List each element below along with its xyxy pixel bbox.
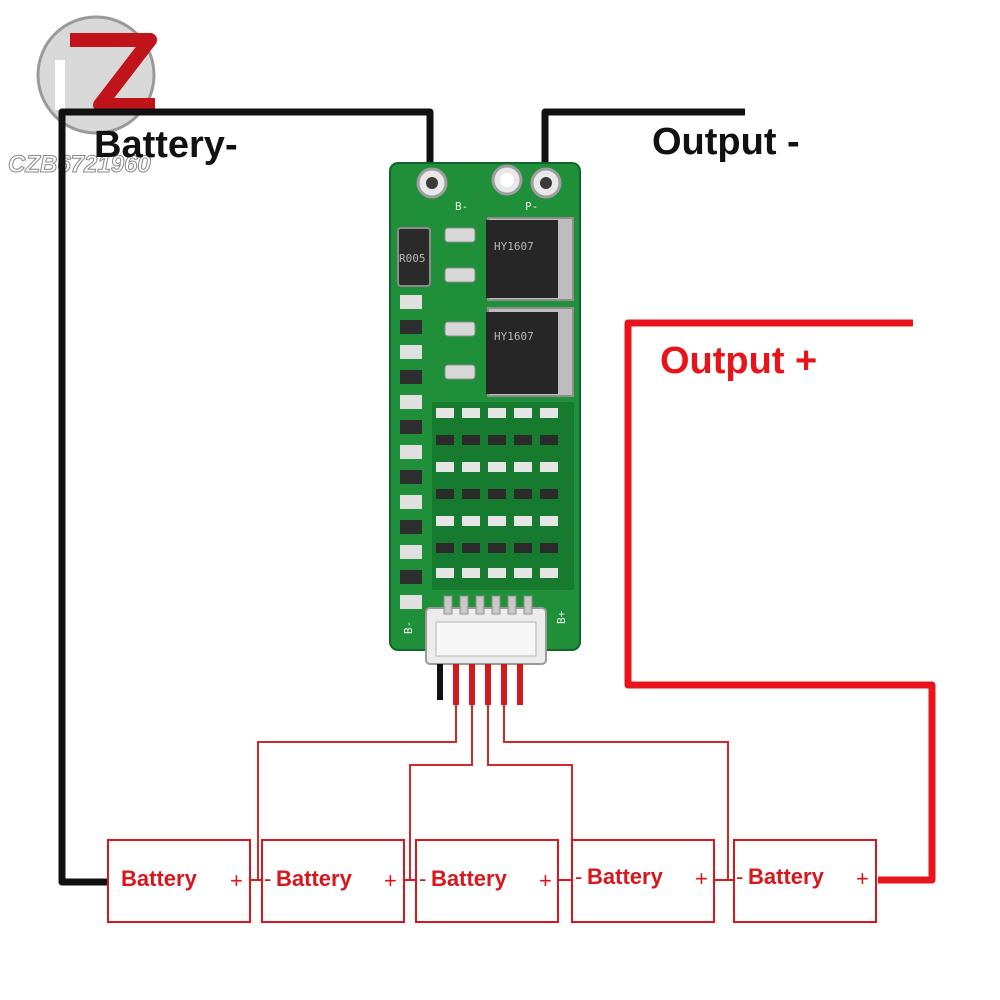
- battery-cell-5-minus: -: [736, 864, 743, 889]
- battery-cell-3-label: Battery: [431, 866, 508, 891]
- battery-cell-1: Battery +: [107, 839, 262, 923]
- battery-cell-4: - Battery +: [571, 839, 734, 923]
- battery-cell-2-label: Battery: [276, 866, 353, 891]
- bms-board: B- P- R005 HY1607 HY1607: [389, 162, 581, 665]
- label-output-minus: Output -: [652, 121, 800, 163]
- balance-tap-2: [409, 705, 473, 880]
- battery-cell-3-plus: +: [539, 868, 552, 893]
- label-battery-minus: Battery-: [94, 124, 238, 166]
- smd-left-column: [400, 295, 422, 609]
- silk-b-minus-bottom: B-: [402, 621, 415, 634]
- battery-cell-5-plus: +: [856, 866, 869, 891]
- watermark-text: CZB6721960: [8, 151, 151, 178]
- output-minus-wire: [541, 108, 745, 183]
- label-output-plus: Output +: [660, 340, 817, 382]
- battery-cell-1-plus: +: [230, 868, 243, 893]
- balance-taps: [257, 705, 729, 880]
- mosfet-1-body: [486, 220, 558, 298]
- shunt-resistor: [397, 227, 431, 287]
- battery-cell-4-label: Battery: [587, 864, 664, 889]
- silk-b-plus: B+: [555, 610, 568, 624]
- resistor-code: R005: [399, 252, 426, 265]
- watermark-logo: [36, 15, 157, 135]
- balance-tap-4: [503, 705, 729, 880]
- battery-cell-5-label: Battery: [748, 864, 825, 889]
- battery-cell-3: - Battery +: [415, 839, 572, 923]
- battery-cell-3-minus: -: [419, 866, 426, 891]
- balance-tap-3: [487, 705, 573, 880]
- battery-cell-2-minus: -: [264, 866, 271, 891]
- harness-wires: [437, 664, 523, 705]
- battery-cell-2-plus: +: [384, 868, 397, 893]
- battery-cell-4-plus: +: [695, 866, 708, 891]
- mosfet-1-code: HY1607: [494, 240, 534, 253]
- black-wires: [58, 108, 745, 886]
- mosfet-2-body: [486, 312, 558, 394]
- mosfet-2-code: HY1607: [494, 330, 534, 343]
- output-plus-wire: [624, 319, 936, 884]
- silk-p-minus: P-: [525, 200, 538, 213]
- battery-minus-wire: [58, 108, 434, 886]
- battery-cells: Battery + - Battery + - Battery + - Batt…: [107, 839, 877, 923]
- smd-component-grid: [432, 402, 574, 590]
- battery-cell-5: - Battery +: [733, 839, 877, 923]
- battery-cell-2: - Battery +: [261, 839, 416, 923]
- silk-b-minus: B-: [455, 200, 468, 213]
- battery-cell-1-label: Battery: [121, 866, 198, 891]
- balance-tap-1: [257, 705, 457, 880]
- battery-cell-4-minus: -: [575, 864, 582, 889]
